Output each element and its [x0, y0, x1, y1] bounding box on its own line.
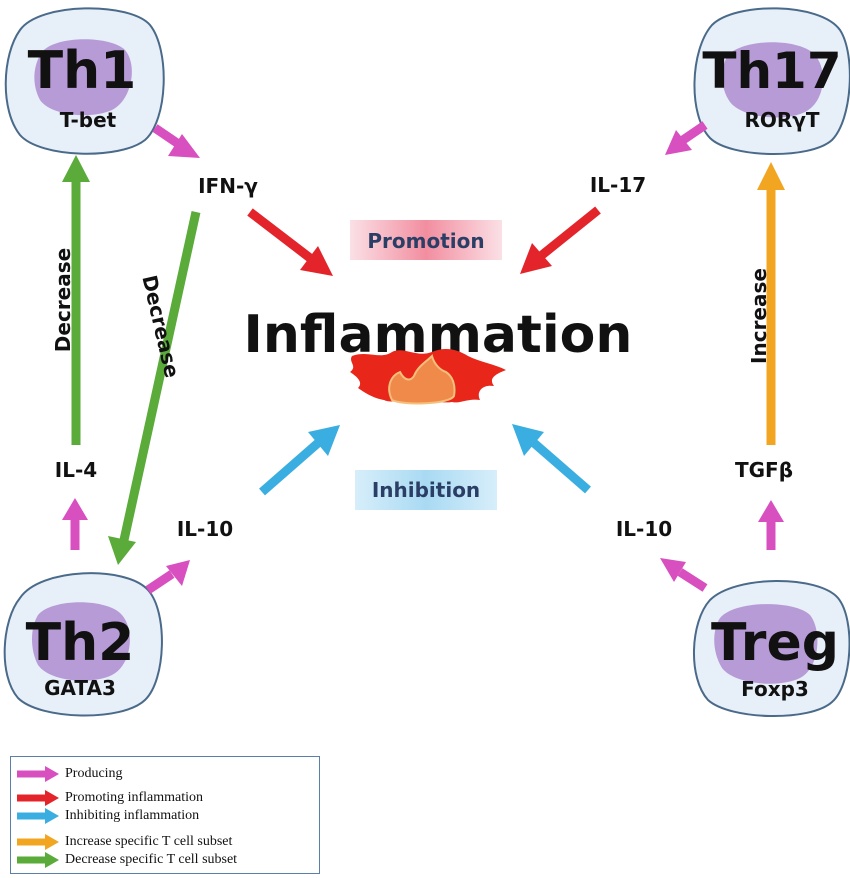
producing-arrow-th2-il4 [62, 498, 88, 550]
legend-label-decrease: Decrease specific T cell subset [65, 852, 238, 867]
legend-label-producing: Producing [65, 766, 123, 781]
cytokine-il17: IL-17 [590, 173, 646, 197]
increase-arrow-tgfb-th17 [757, 162, 785, 445]
legend-item-producing: Producing [15, 765, 123, 783]
promoting-arrow-ifng [247, 208, 333, 276]
cell-factor-tbet: T-bet [60, 108, 117, 132]
cytokine-ifn-gamma: IFN-γ [198, 174, 258, 198]
cell-th17: Th17 RORγT [693, 7, 850, 155]
legend-item-increase: Increase specific T cell subset [15, 833, 232, 851]
producing-arrow-th1-ifng [152, 124, 200, 158]
producing-arrow-treg-tgfb [758, 500, 784, 550]
legend-arrow-producing-icon [17, 766, 59, 782]
producing-arrow-th17-il17 [665, 121, 708, 155]
cell-name-th1: Th1 [28, 41, 137, 101]
inhibition-label: Inhibition [372, 478, 480, 502]
cytokine-il10-left: IL-10 [177, 517, 233, 541]
promotion-box: Promotion [350, 220, 502, 260]
legend-arrow-inhibiting-icon [17, 808, 59, 824]
legend-arrow-promoting-icon [17, 790, 59, 806]
promoting-arrow-il17 [520, 206, 601, 274]
inhibition-box: Inhibition [355, 470, 497, 510]
cell-th2: Th2 GATA3 [3, 572, 163, 717]
decrease-arrow-il4-th1 [62, 155, 90, 445]
inhibiting-arrow-il10-right [512, 424, 591, 494]
legend-arrow-increase-icon [17, 834, 59, 850]
producing-arrow-th2-il10 [145, 560, 190, 594]
increase-label: Increase [747, 268, 771, 364]
producing-arrow-treg-il10 [660, 558, 708, 592]
legend-label-increase: Increase specific T cell subset [65, 834, 233, 849]
promotion-label: Promotion [367, 229, 484, 253]
decrease-arrow-ifng-th2 [108, 211, 201, 565]
cell-treg: Treg Foxp3 [692, 580, 850, 717]
legend-label-promoting: Promoting inflammation [65, 790, 204, 805]
cell-factor-gata3: GATA3 [44, 676, 116, 700]
cell-name-th17: Th17 [702, 42, 841, 100]
cytokine-il4: IL-4 [55, 458, 97, 482]
legend-label-inhibiting: Inhibiting inflammation [65, 808, 200, 823]
legend-item-inhibiting: Inhibiting inflammation [15, 807, 199, 825]
cell-factor-foxp3: Foxp3 [741, 677, 809, 701]
legend-arrow-decrease-icon [17, 852, 59, 868]
cytokine-il10-right: IL-10 [616, 517, 672, 541]
cytokine-tgfb: TGFβ [735, 458, 793, 482]
cell-th1: Th1 T-bet [4, 7, 165, 155]
inhibiting-arrow-il10-left [259, 425, 340, 496]
decrease-label-left: Decrease [51, 248, 75, 352]
cell-factor-rorgt: RORγT [744, 108, 819, 132]
legend: Producing Promoting inflammation Inhibit… [10, 756, 320, 874]
cell-name-th2: Th2 [26, 613, 135, 673]
cell-name-treg: Treg [711, 613, 839, 673]
flame-icon [350, 349, 506, 405]
legend-item-decrease: Decrease specific T cell subset [15, 851, 237, 869]
legend-item-promoting: Promoting inflammation [15, 789, 203, 807]
